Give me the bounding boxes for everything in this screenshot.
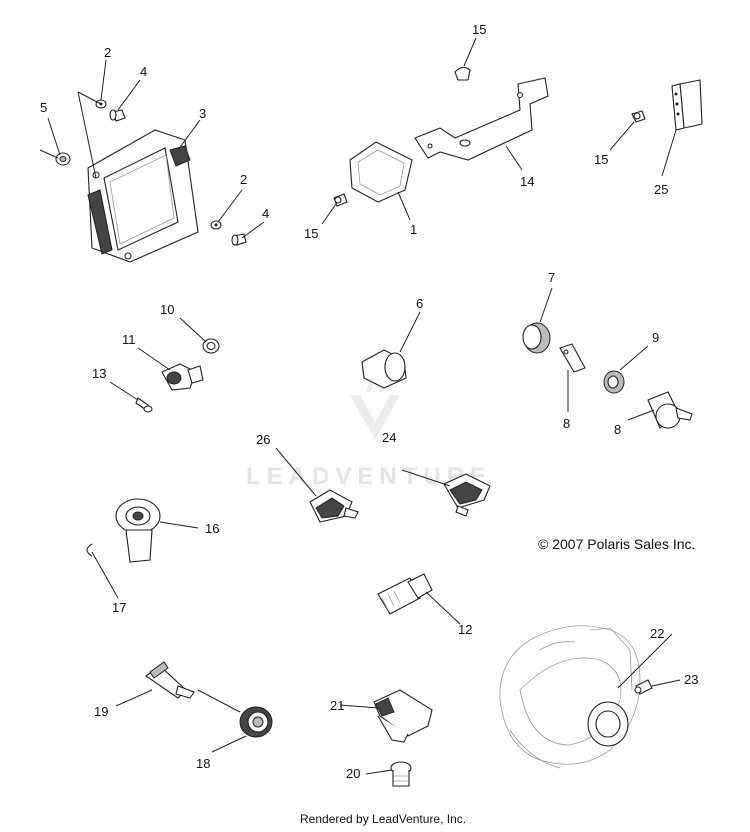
callout-17: 17: [112, 600, 126, 615]
screw-23[interactable]: [634, 679, 653, 695]
nut-9[interactable]: [603, 370, 625, 394]
key-8[interactable]: [559, 343, 586, 373]
sensor-16[interactable]: [115, 498, 161, 563]
washer-5[interactable]: [55, 152, 71, 166]
connector-26[interactable]: [309, 489, 359, 523]
relay-25[interactable]: [671, 79, 703, 131]
leadventure-watermark: LEADVENTURE: [246, 379, 486, 490]
throttle-body-22[interactable]: [499, 625, 641, 769]
callout-3: 3: [199, 106, 206, 121]
sensor-11[interactable]: [161, 363, 204, 391]
screw-15-right[interactable]: [631, 110, 646, 123]
render-credit: Rendered by LeadVenture, Inc.: [300, 812, 467, 826]
callout-22: 22: [650, 626, 664, 641]
connector-24[interactable]: [443, 473, 491, 517]
callout-13: 13: [92, 366, 106, 381]
callout-4-right: 4: [262, 206, 269, 221]
callout-15-left: 15: [304, 226, 318, 241]
callout-4-top: 4: [140, 64, 147, 79]
callout-11: 11: [122, 332, 136, 347]
callout-15-right: 15: [594, 152, 608, 167]
sensor-12[interactable]: [377, 573, 433, 615]
ecu-module[interactable]: [87, 129, 199, 263]
callout-23: 23: [684, 672, 698, 687]
callout-8-left: 8: [563, 416, 570, 431]
callout-5: 5: [40, 100, 47, 115]
callout-12: 12: [458, 622, 472, 637]
relay-box-1[interactable]: [349, 141, 413, 203]
callout-19: 19: [94, 704, 108, 719]
sensor-21[interactable]: [373, 689, 433, 743]
clip-17[interactable]: [86, 543, 93, 557]
sensor-6[interactable]: [361, 349, 407, 389]
screw-15-left[interactable]: [333, 193, 348, 207]
bolt-4-top[interactable]: [109, 109, 126, 122]
callout-15-top: 15: [472, 22, 486, 37]
injector-19[interactable]: [145, 661, 195, 699]
callout-25: 25: [654, 182, 668, 197]
callout-14: 14: [520, 174, 534, 189]
callout-8-right: 8: [614, 422, 621, 437]
callout-21: 21: [330, 698, 344, 713]
callout-1: 1: [410, 222, 417, 237]
callout-2-right: 2: [240, 172, 247, 187]
callout-24: 24: [382, 430, 396, 445]
washer-2-right[interactable]: [210, 220, 222, 230]
callout-7: 7: [548, 270, 555, 285]
callout-2-top: 2: [104, 45, 111, 60]
callout-9: 9: [652, 330, 659, 345]
cup-18[interactable]: [239, 706, 273, 738]
mounting-bracket[interactable]: [414, 77, 549, 161]
leader-lines: [39, 37, 681, 775]
switch-8[interactable]: [647, 391, 693, 429]
bolt-13[interactable]: [135, 397, 153, 413]
callout-26: 26: [256, 432, 270, 447]
plug-20[interactable]: [390, 761, 412, 787]
oring-10[interactable]: [202, 338, 220, 354]
callout-20: 20: [346, 766, 360, 781]
bolt-4-right[interactable]: [231, 233, 247, 246]
callout-labels: 2 4 3 5 2 4 15 15 14 1 15 25 10 11 13 6 …: [40, 22, 698, 781]
callout-6: 6: [416, 296, 423, 311]
callout-18: 18: [196, 756, 210, 771]
copyright-notice: © 2007 Polaris Sales Inc.: [538, 536, 696, 552]
callout-10: 10: [160, 302, 174, 317]
callout-16: 16: [205, 521, 219, 536]
screw-15-top[interactable]: [454, 66, 471, 81]
switch-7[interactable]: [522, 322, 551, 354]
